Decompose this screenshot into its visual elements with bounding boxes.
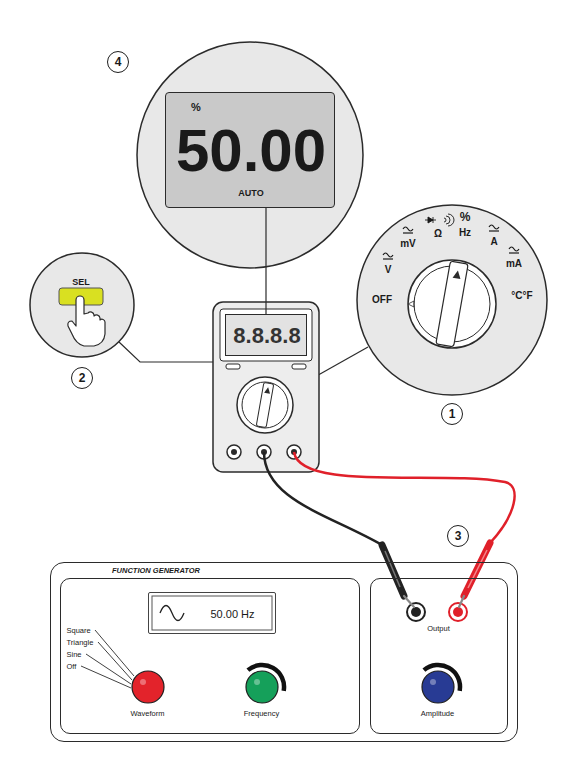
output-jack-black-hole (411, 607, 421, 617)
knob-body (246, 671, 278, 703)
waveform-option: Off (67, 662, 77, 671)
frequency-display: 50.00 Hz (148, 592, 276, 634)
leader-line (265, 208, 266, 314)
sine-icon (160, 606, 184, 621)
ac-symbol (383, 253, 393, 257)
meter-dial (237, 377, 293, 433)
knob-highlight (254, 679, 260, 685)
panel-title: FUNCTION GENERATOR (112, 567, 200, 576)
dial-label: Ω (434, 228, 442, 240)
meter-jack-hole (231, 449, 237, 455)
black-probe-highlight (385, 551, 400, 587)
lcd-digits: 8.8.8.8 (233, 325, 300, 347)
dial-zoom-circle (357, 205, 547, 395)
black-probe (382, 545, 404, 596)
dial-label: % (460, 211, 471, 225)
knob-label: Frequency (244, 709, 279, 718)
meter-dial-marker (264, 387, 271, 394)
diode-symbol (425, 217, 436, 223)
sel-button: SEL (58, 276, 104, 306)
lcd-reading: 50.00 (176, 121, 326, 181)
continuity-symbol (444, 214, 454, 226)
amplitude-knob-shape (421, 670, 455, 704)
display-inner-frame (152, 596, 272, 630)
black-probe-tip (404, 596, 414, 607)
output-jack-black (407, 603, 425, 621)
waveform-knob: Waveform (131, 670, 165, 704)
yellow-button (59, 288, 103, 305)
frequency-knob: Frequency (245, 670, 279, 704)
knob-label: Amplitude (421, 709, 454, 718)
lcd-reading: AUTO (238, 188, 263, 198)
dial-label: mA (506, 258, 522, 270)
selector-line (86, 654, 131, 684)
knob-body (132, 671, 164, 703)
selector-line (81, 666, 131, 688)
dial-pointer (436, 261, 468, 347)
dial-index-mark (408, 301, 414, 307)
knob-body (422, 671, 454, 703)
callout-number: 4 (107, 51, 129, 73)
callout-number: 3 (447, 525, 469, 547)
jack-label: Output (427, 624, 450, 633)
dial-label: A (490, 236, 497, 248)
knob-highlight (140, 679, 146, 685)
red-probe-highlight (468, 550, 487, 588)
ac-symbol (403, 227, 413, 231)
meter-button (292, 364, 306, 369)
red-probe-tip (459, 596, 464, 607)
black-test-lead (264, 452, 382, 545)
ac-symbol (509, 247, 519, 251)
dial-label: Hz (459, 227, 471, 239)
output-jack-red-hole (453, 607, 463, 617)
function-dial-zoom: OFF VmV Ω% HzAmA °C°F (356, 204, 548, 396)
knob-highlight (430, 679, 436, 685)
callout-number: 2 (71, 367, 93, 389)
callout-number: 1 (441, 403, 463, 425)
meter-lcd: 8.8.8.8 (225, 314, 307, 356)
frequency-knob-shape (245, 670, 279, 704)
selector-line (95, 630, 134, 676)
dc-symbol (383, 258, 393, 259)
leader-line (119, 342, 226, 362)
waveform-option: Triangle (67, 638, 94, 647)
meter-dial-ring (242, 382, 288, 428)
display-reading: 50.00 Hz (210, 607, 254, 620)
dial-marker (453, 270, 462, 279)
zoom-button-circle (30, 253, 134, 357)
output-jack-red (449, 603, 467, 621)
lcd-reading: % (191, 101, 201, 114)
dc-symbol (403, 232, 413, 233)
waveform-option: Square (67, 626, 91, 635)
control-panel: SquareTriangleSineOff50.00 HzWaveformFre… (60, 578, 360, 734)
dial-knob (408, 260, 496, 348)
button-label: SEL (72, 277, 90, 287)
dial-label: mV (400, 238, 416, 250)
meter-dial-pointer (256, 382, 273, 427)
meter-jack (227, 445, 241, 459)
dial-label: OFF (372, 294, 392, 306)
output-panel: OutputAmplitude (370, 578, 508, 734)
waveform-option: Sine (67, 650, 82, 659)
meter-button (226, 364, 240, 369)
multimeter-body (213, 302, 319, 472)
waveform-knob-shape (131, 670, 165, 704)
dc-symbol (509, 252, 519, 253)
amplitude-knob: Amplitude (421, 670, 455, 704)
zoom-display-circle (137, 42, 363, 268)
selector-line (98, 642, 132, 680)
knob-label: Waveform (131, 709, 165, 718)
dial-label: V (385, 264, 392, 276)
red-probe (464, 543, 490, 596)
function-generator-case: FUNCTION GENERATOR SquareTriangleSineOff 5… (50, 562, 518, 742)
display-frame (220, 309, 312, 361)
zoomed-lcd: % 50.00AUTO (165, 92, 335, 208)
dc-symbol (489, 230, 499, 231)
ac-symbol (489, 225, 499, 229)
dial-label: °C°F (511, 290, 532, 302)
red-test-lead (294, 452, 515, 543)
